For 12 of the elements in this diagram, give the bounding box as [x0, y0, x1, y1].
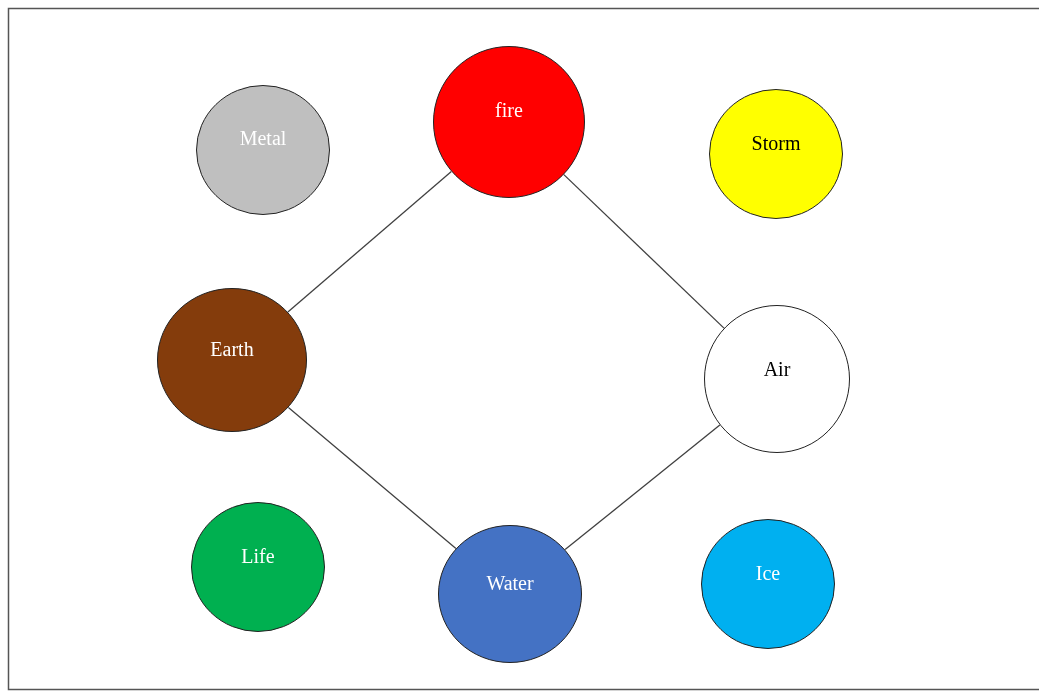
- connector-line: [564, 424, 721, 551]
- connector-line: [287, 170, 452, 313]
- element-label: Water: [485, 571, 535, 595]
- element-label: Earth: [209, 337, 255, 361]
- element-label: Storm: [750, 131, 802, 155]
- connector-line: [563, 173, 725, 329]
- element-label: Metal: [238, 126, 288, 150]
- element-label: Ice: [754, 561, 782, 585]
- element-label: Air: [762, 357, 792, 381]
- element-label: Life: [240, 544, 276, 568]
- element-label: fire: [494, 98, 524, 122]
- connector-line: [287, 406, 457, 550]
